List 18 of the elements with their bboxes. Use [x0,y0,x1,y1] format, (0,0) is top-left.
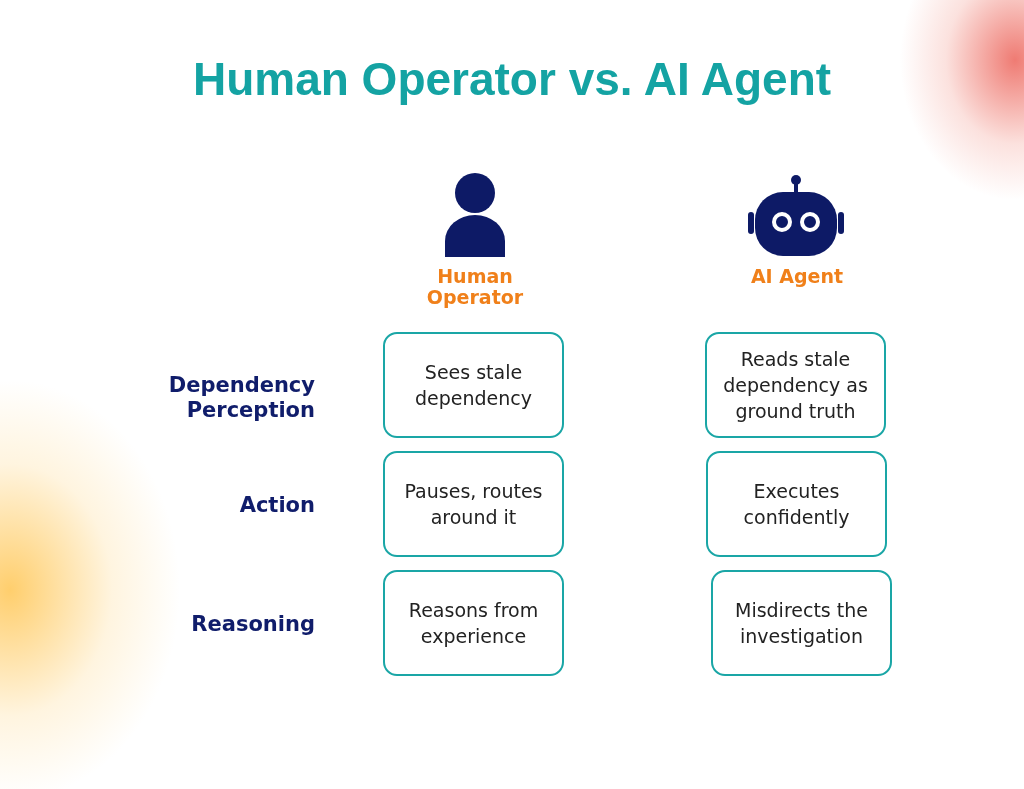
box-text: Reads stale dependency as ground truth [722,347,869,424]
comparison-box [383,332,564,438]
row-label: Dependency Perception [167,373,315,423]
box-text: Reasons from experience [407,598,540,649]
comparison-box [711,570,892,676]
box-text: Sees stale dependency [414,360,533,411]
row-label: Reasoning [190,612,315,637]
column-header: AI Agent [749,266,845,287]
box-text: Misdirects the investigation [734,598,869,649]
box-text: Executes confidently [742,479,851,530]
comparison-box [705,332,886,438]
title: Human Operator vs. AI Agent [191,52,833,106]
comparison-box [383,451,564,557]
row-label: Action [238,493,315,518]
column-header: Human Operator [425,266,525,308]
comparison-box [706,451,887,557]
comparison-box [383,570,564,676]
box-text: Pauses, routes around it [403,479,544,530]
